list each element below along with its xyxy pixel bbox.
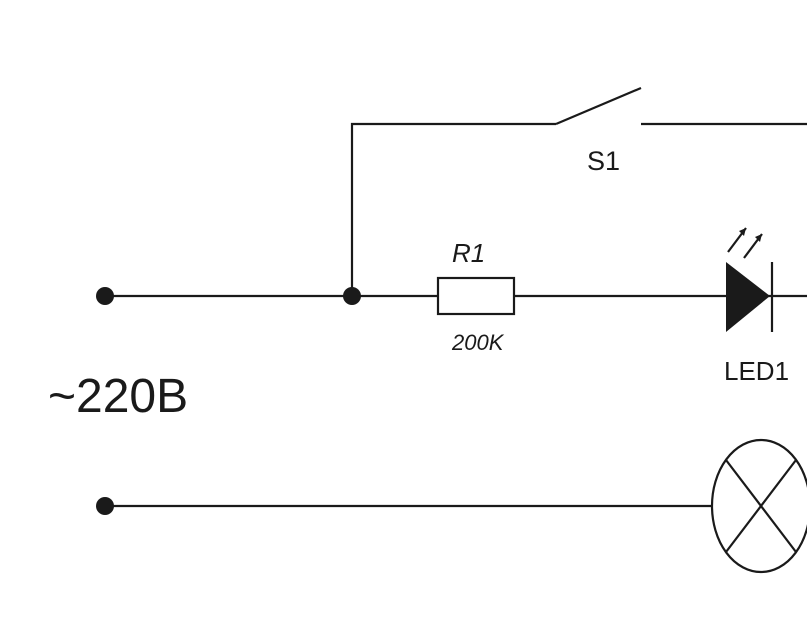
junction-dot xyxy=(343,287,361,305)
led-emission-arrows xyxy=(727,227,763,259)
resistor-label: R1 xyxy=(452,238,485,268)
supply-label: ~220B xyxy=(48,370,188,423)
terminal-bottom xyxy=(96,497,114,515)
led-triangle xyxy=(726,262,770,332)
switch-branch-wire-left xyxy=(350,122,556,296)
indicator-branch: R1 200K LED1 xyxy=(105,227,807,386)
resistor-r1 xyxy=(436,276,516,316)
led-label: LED1 xyxy=(724,356,789,386)
switch-s1-blade xyxy=(555,86,642,126)
terminal-top xyxy=(96,287,114,305)
resistor-value-label: 200K xyxy=(451,330,505,355)
lamp-branch xyxy=(105,438,807,574)
switch-label: S1 xyxy=(587,146,620,176)
switch-branch: S1 xyxy=(350,86,807,296)
lamp-icon xyxy=(710,438,807,574)
